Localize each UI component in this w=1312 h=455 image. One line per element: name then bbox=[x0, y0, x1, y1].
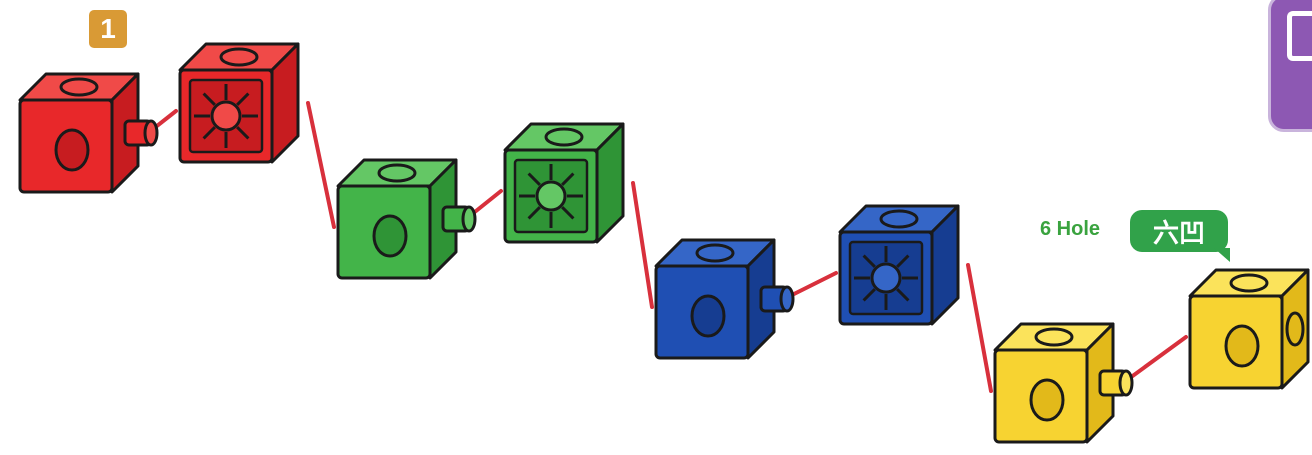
socket-spoke bbox=[896, 254, 910, 268]
top-hole-icon bbox=[1034, 327, 1074, 347]
peg-end-icon bbox=[1118, 369, 1134, 397]
front-hole-icon bbox=[54, 128, 90, 172]
top-hole-icon bbox=[1229, 273, 1269, 293]
socket-spoke bbox=[527, 172, 541, 186]
top-hole-icon bbox=[377, 163, 417, 183]
socket-spoke bbox=[862, 254, 876, 268]
step-number-badge: 1 bbox=[89, 10, 127, 48]
connector-line bbox=[306, 101, 336, 229]
front-hole-icon bbox=[372, 214, 408, 258]
hole-count-label: 6 Hole bbox=[1040, 218, 1101, 240]
front-hole-icon bbox=[1224, 324, 1260, 368]
hole-count-bubble: 六凹 bbox=[1130, 210, 1230, 262]
peg-end-icon bbox=[461, 205, 477, 233]
socket-spoke bbox=[236, 92, 250, 106]
socket-spoke bbox=[561, 206, 575, 220]
socket-spoke bbox=[202, 126, 216, 140]
top-hole-icon bbox=[219, 47, 259, 67]
peg-end-icon bbox=[779, 285, 795, 313]
connector-line bbox=[966, 263, 993, 393]
socket-spoke bbox=[862, 288, 876, 302]
peg-end-icon bbox=[143, 119, 159, 147]
cube-blue-2 bbox=[838, 204, 960, 326]
connector-line bbox=[631, 181, 654, 309]
cube-green-1 bbox=[336, 158, 477, 280]
cube-red-2 bbox=[178, 42, 300, 164]
front-hole-icon bbox=[690, 294, 726, 338]
socket-spoke bbox=[527, 206, 541, 220]
socket-spoke bbox=[236, 126, 250, 140]
side-hole-icon bbox=[1285, 311, 1305, 347]
cube-red-1 bbox=[18, 72, 159, 194]
front-hole-icon bbox=[1029, 378, 1065, 422]
socket-spoke bbox=[896, 288, 910, 302]
cube-blue-1 bbox=[654, 238, 795, 360]
top-hole-icon bbox=[544, 127, 584, 147]
cube-sequence bbox=[18, 42, 1310, 444]
socket-hole-icon bbox=[870, 262, 902, 294]
socket-hole-icon bbox=[210, 100, 242, 132]
cube-yellow-1 bbox=[993, 322, 1134, 444]
cube-corner-icon bbox=[1287, 11, 1312, 61]
socket-spoke bbox=[561, 172, 575, 186]
cube-green-2 bbox=[503, 122, 625, 244]
corner-tab bbox=[1268, 0, 1312, 132]
cube-yellow-2 bbox=[1188, 268, 1310, 390]
socket-spoke bbox=[202, 92, 216, 106]
top-hole-icon bbox=[695, 243, 735, 263]
connector-line bbox=[1121, 335, 1188, 385]
socket-hole-icon bbox=[535, 180, 567, 212]
top-hole-icon bbox=[59, 77, 99, 97]
top-hole-icon bbox=[879, 209, 919, 229]
